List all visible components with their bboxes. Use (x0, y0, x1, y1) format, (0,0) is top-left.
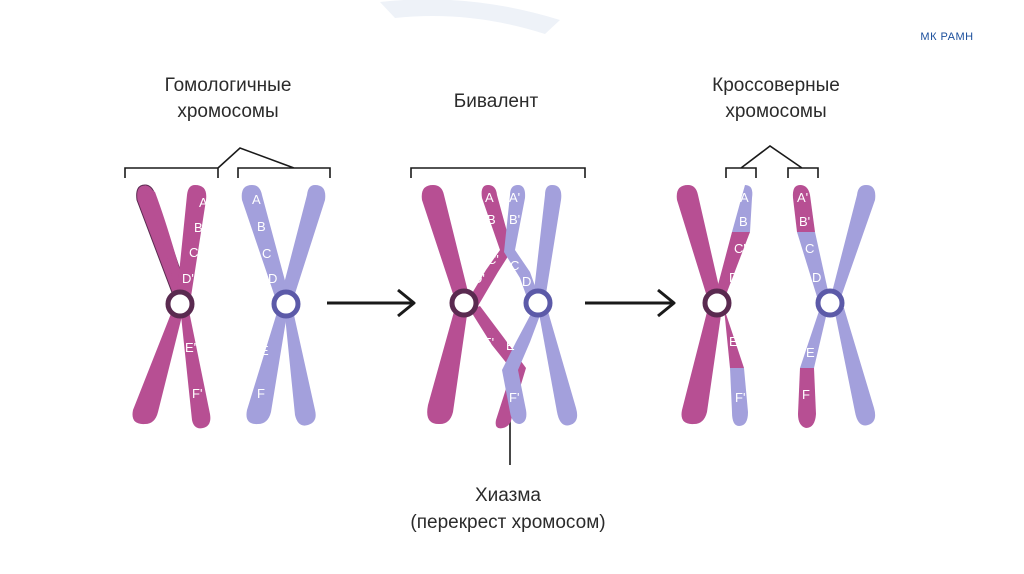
centromere-paternal (271, 289, 301, 319)
title-crossover-line1: Кроссоверные (712, 75, 840, 96)
title-homologous-line2: хромосомы (177, 101, 278, 122)
gene-label: B (257, 219, 266, 234)
gene-label: B (487, 212, 496, 227)
crossover-right-strand (792, 185, 830, 428)
gene-label: C' (487, 252, 499, 267)
crossover-left-strand (714, 185, 753, 426)
gene-label: B' (509, 212, 520, 227)
gene-label: A (740, 190, 749, 205)
gene-label: C (805, 241, 814, 256)
gene-label: C' (734, 241, 746, 256)
arrow-right-icon (585, 288, 676, 318)
gene-label: E (260, 343, 269, 358)
bracket-bivalent (410, 167, 586, 178)
chromosome-maternal (132, 184, 211, 429)
gene-label: C' (189, 245, 201, 260)
chromosome-paternal (241, 185, 326, 426)
gene-label: D' (473, 271, 485, 286)
title-chiasma-line2: (перекрест хромосом) (410, 512, 605, 533)
gene-label: C (510, 258, 519, 273)
centromere-crossover-paternal (815, 288, 845, 318)
centromere-crossover-maternal (702, 288, 732, 318)
bracket-crossover (725, 145, 819, 178)
gene-label: B (739, 214, 748, 229)
gene-label: C (262, 246, 271, 261)
bracket-homologous (124, 147, 331, 178)
title-crossover-line2: хромосомы (725, 101, 826, 122)
gene-label: E' (185, 340, 196, 355)
gene-label: A' (797, 190, 808, 205)
bivalent-inner-right-strand (502, 185, 542, 424)
gene-label: E' (483, 335, 494, 350)
bivalent-outer-maternal (421, 185, 470, 425)
gene-label: F' (735, 390, 745, 405)
crossover-maternal-outer (676, 185, 722, 425)
gene-label: B' (194, 220, 205, 235)
title-homologous-line1: Гомологичные (165, 75, 292, 96)
gene-label: A' (199, 195, 210, 210)
bivalent-outer-paternal (533, 185, 578, 426)
gene-label: F (802, 387, 810, 402)
gene-label: A (252, 192, 261, 207)
centromere-bivalent-maternal (449, 288, 479, 318)
gene-label: E' (729, 334, 740, 349)
title-chiasma-line1: Хиазма (475, 485, 541, 506)
watermark (380, 0, 560, 34)
gene-label: A (485, 190, 494, 205)
gene-label: F' (192, 386, 202, 401)
gene-label: D (522, 274, 531, 289)
gene-label: D (268, 271, 277, 286)
gene-label: E (506, 338, 515, 353)
title-bivalent: Бивалент (454, 91, 539, 112)
gene-label: F (257, 386, 265, 401)
gene-label: D (812, 270, 821, 285)
brand-label: МК РАМН (920, 31, 973, 43)
centromere-maternal (165, 289, 195, 319)
gene-label: B' (799, 214, 810, 229)
gene-label: D' (182, 271, 194, 286)
gene-label: D (729, 270, 738, 285)
gene-label: A' (509, 190, 520, 205)
gene-label: F (485, 384, 493, 399)
gene-label: E (806, 345, 815, 360)
arrow-right-icon (327, 288, 416, 318)
centromere-bivalent-paternal (523, 288, 553, 318)
crossover-paternal-outer (830, 185, 876, 426)
gene-label: F' (509, 390, 519, 405)
